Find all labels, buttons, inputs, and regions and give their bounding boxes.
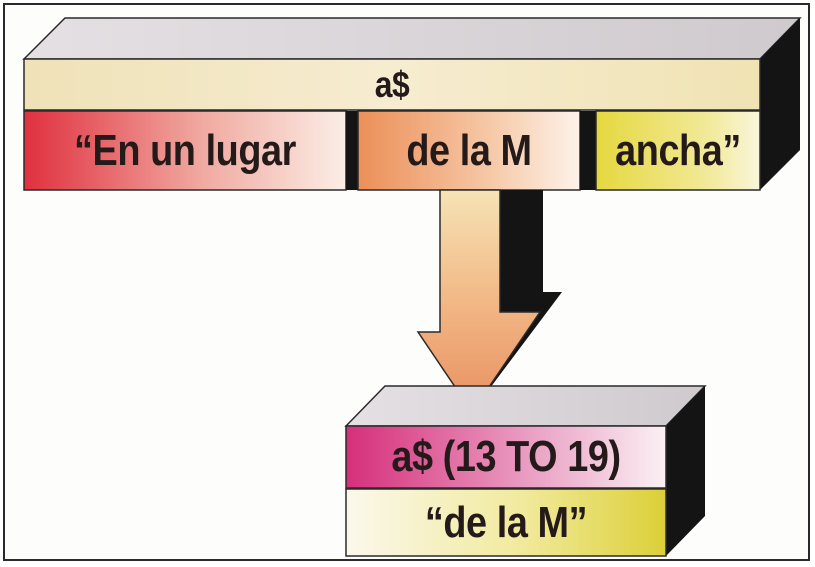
segment-1-shadow	[346, 111, 358, 190]
segment-1-label: “En un lugar	[74, 125, 296, 175]
segment-1-box	[23, 110, 347, 191]
expression-label: a$ (13 TO 19)	[391, 432, 621, 481]
source-variable-bar	[23, 58, 761, 111]
value-bar	[345, 488, 667, 557]
segment-3-label: ancha”	[615, 125, 741, 175]
result-block-side-face	[666, 386, 705, 556]
down-arrow-icon	[416, 189, 542, 414]
source-block-side-face	[760, 18, 800, 190]
segment-3-box	[595, 110, 761, 191]
segment-2-shadow	[580, 111, 596, 190]
segment-2-label: de la M	[406, 125, 532, 175]
segment-2-box	[357, 110, 581, 191]
source-block-top-face	[22, 17, 802, 60]
value-label: “de la M”	[424, 497, 588, 547]
source-variable-label: a$	[374, 63, 410, 105]
result-block-top-face	[344, 385, 707, 427]
expression-bar	[345, 425, 667, 489]
